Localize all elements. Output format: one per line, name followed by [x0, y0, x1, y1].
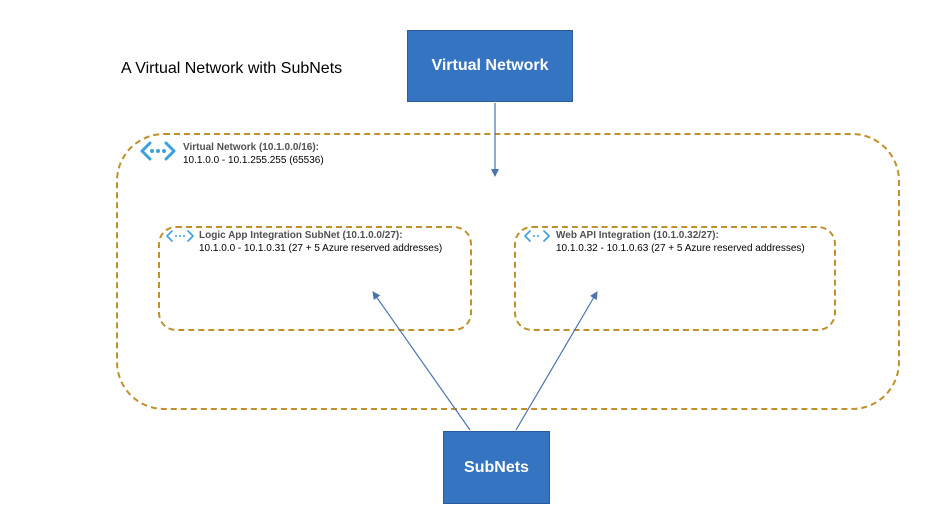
subnets-box-label: SubNets: [464, 458, 529, 476]
subnet-title: Web API Integration (10.1.0.32/27):: [556, 230, 719, 241]
subnet-icon: [524, 230, 550, 242]
virtual-network-label: Virtual Network (10.1.0.0/16): 10.1.0.0 …: [183, 141, 324, 167]
virtual-network-title: Virtual Network (10.1.0.0/16):: [183, 142, 319, 153]
virtual-network-box-label: Virtual Network: [431, 57, 549, 74]
subnet-frame-logic-app: [158, 226, 472, 331]
virtual-network-icon: [140, 141, 176, 161]
subnets-box: SubNets: [443, 431, 550, 504]
subnet-range: 10.1.0.32 - 10.1.0.63 (27 + 5 Azure rese…: [556, 243, 805, 254]
subnet-frame-web-api: [514, 226, 836, 331]
subnet-icon: [166, 230, 194, 242]
diagram-caption: A Virtual Network with SubNets: [121, 60, 343, 77]
virtual-network-box: Virtual Network: [407, 30, 573, 102]
virtual-network-frame: [116, 133, 900, 410]
virtual-network-range: 10.1.0.0 - 10.1.255.255 (65536): [183, 155, 324, 166]
subnet-label-web-api: Web API Integration (10.1.0.32/27): 10.1…: [556, 229, 805, 255]
subnet-title: Logic App Integration SubNet (10.1.0.0/2…: [199, 230, 403, 241]
subnet-label-logic-app: Logic App Integration SubNet (10.1.0.0/2…: [199, 229, 442, 255]
subnet-range: 10.1.0.0 - 10.1.0.31 (27 + 5 Azure reser…: [199, 243, 443, 254]
